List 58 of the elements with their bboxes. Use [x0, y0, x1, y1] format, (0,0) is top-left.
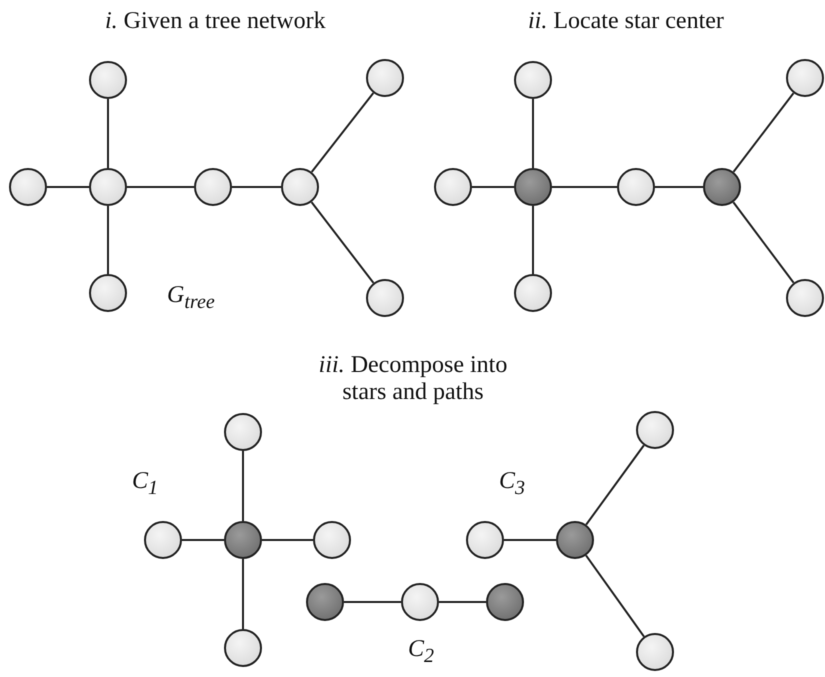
- connector-line: [310, 201, 374, 284]
- circle-node: [224, 629, 262, 667]
- connector-line: [532, 99, 534, 168]
- connector-line: [344, 601, 401, 603]
- component-label: C$_{1}$: [132, 468, 158, 500]
- connector-line: [439, 601, 486, 603]
- circle-node: [194, 168, 232, 206]
- connector-line: [732, 202, 794, 284]
- connector-line: [107, 99, 109, 168]
- circle-node: [617, 168, 655, 206]
- graph-label: G$_{tree}$: [167, 282, 215, 314]
- connector-line: [472, 186, 514, 188]
- circle-node: [786, 279, 824, 317]
- connector-line: [47, 186, 89, 188]
- connector-line: [310, 92, 374, 173]
- circle-node: [224, 521, 262, 559]
- connector-line: [655, 186, 703, 188]
- circle-node: [281, 168, 319, 206]
- connector-line: [242, 451, 244, 521]
- circle-node: [636, 411, 674, 449]
- circle-node: [144, 521, 182, 559]
- circle-node: [366, 59, 404, 97]
- circle-node: [556, 521, 594, 559]
- circle-node: [313, 521, 351, 559]
- connector-line: [262, 539, 313, 541]
- connector-line: [242, 559, 244, 629]
- circle-node: [89, 168, 127, 206]
- connector-line: [232, 186, 281, 188]
- circle-node: [514, 168, 552, 206]
- circle-node: [486, 583, 524, 621]
- panel-heading: ii. Locate star center: [528, 8, 724, 35]
- circle-node: [636, 633, 674, 671]
- panel-heading: i. Given a tree network: [105, 8, 326, 35]
- circle-node: [514, 61, 552, 99]
- connector-line: [585, 444, 645, 526]
- circle-node: [401, 583, 439, 621]
- circle-node: [703, 168, 741, 206]
- connector-line: [127, 186, 194, 188]
- circle-node: [9, 168, 47, 206]
- panel-heading: iii. Decompose into stars and paths: [318, 352, 508, 406]
- connector-line: [585, 554, 645, 638]
- circle-node: [224, 413, 262, 451]
- connector-line: [107, 206, 109, 274]
- circle-node: [89, 274, 127, 312]
- connector-line: [552, 186, 617, 188]
- circle-node: [434, 168, 472, 206]
- connector-line: [182, 539, 224, 541]
- connector-line: [732, 92, 794, 172]
- circle-node: [514, 274, 552, 312]
- circle-node: [466, 521, 504, 559]
- circle-node: [89, 61, 127, 99]
- circle-node: [306, 583, 344, 621]
- connector-line: [504, 539, 556, 541]
- circle-node: [786, 59, 824, 97]
- circle-node: [366, 279, 404, 317]
- connector-line: [532, 206, 534, 274]
- component-label: C$_{3}$: [499, 468, 526, 500]
- component-label: C$_{2}$: [408, 636, 434, 668]
